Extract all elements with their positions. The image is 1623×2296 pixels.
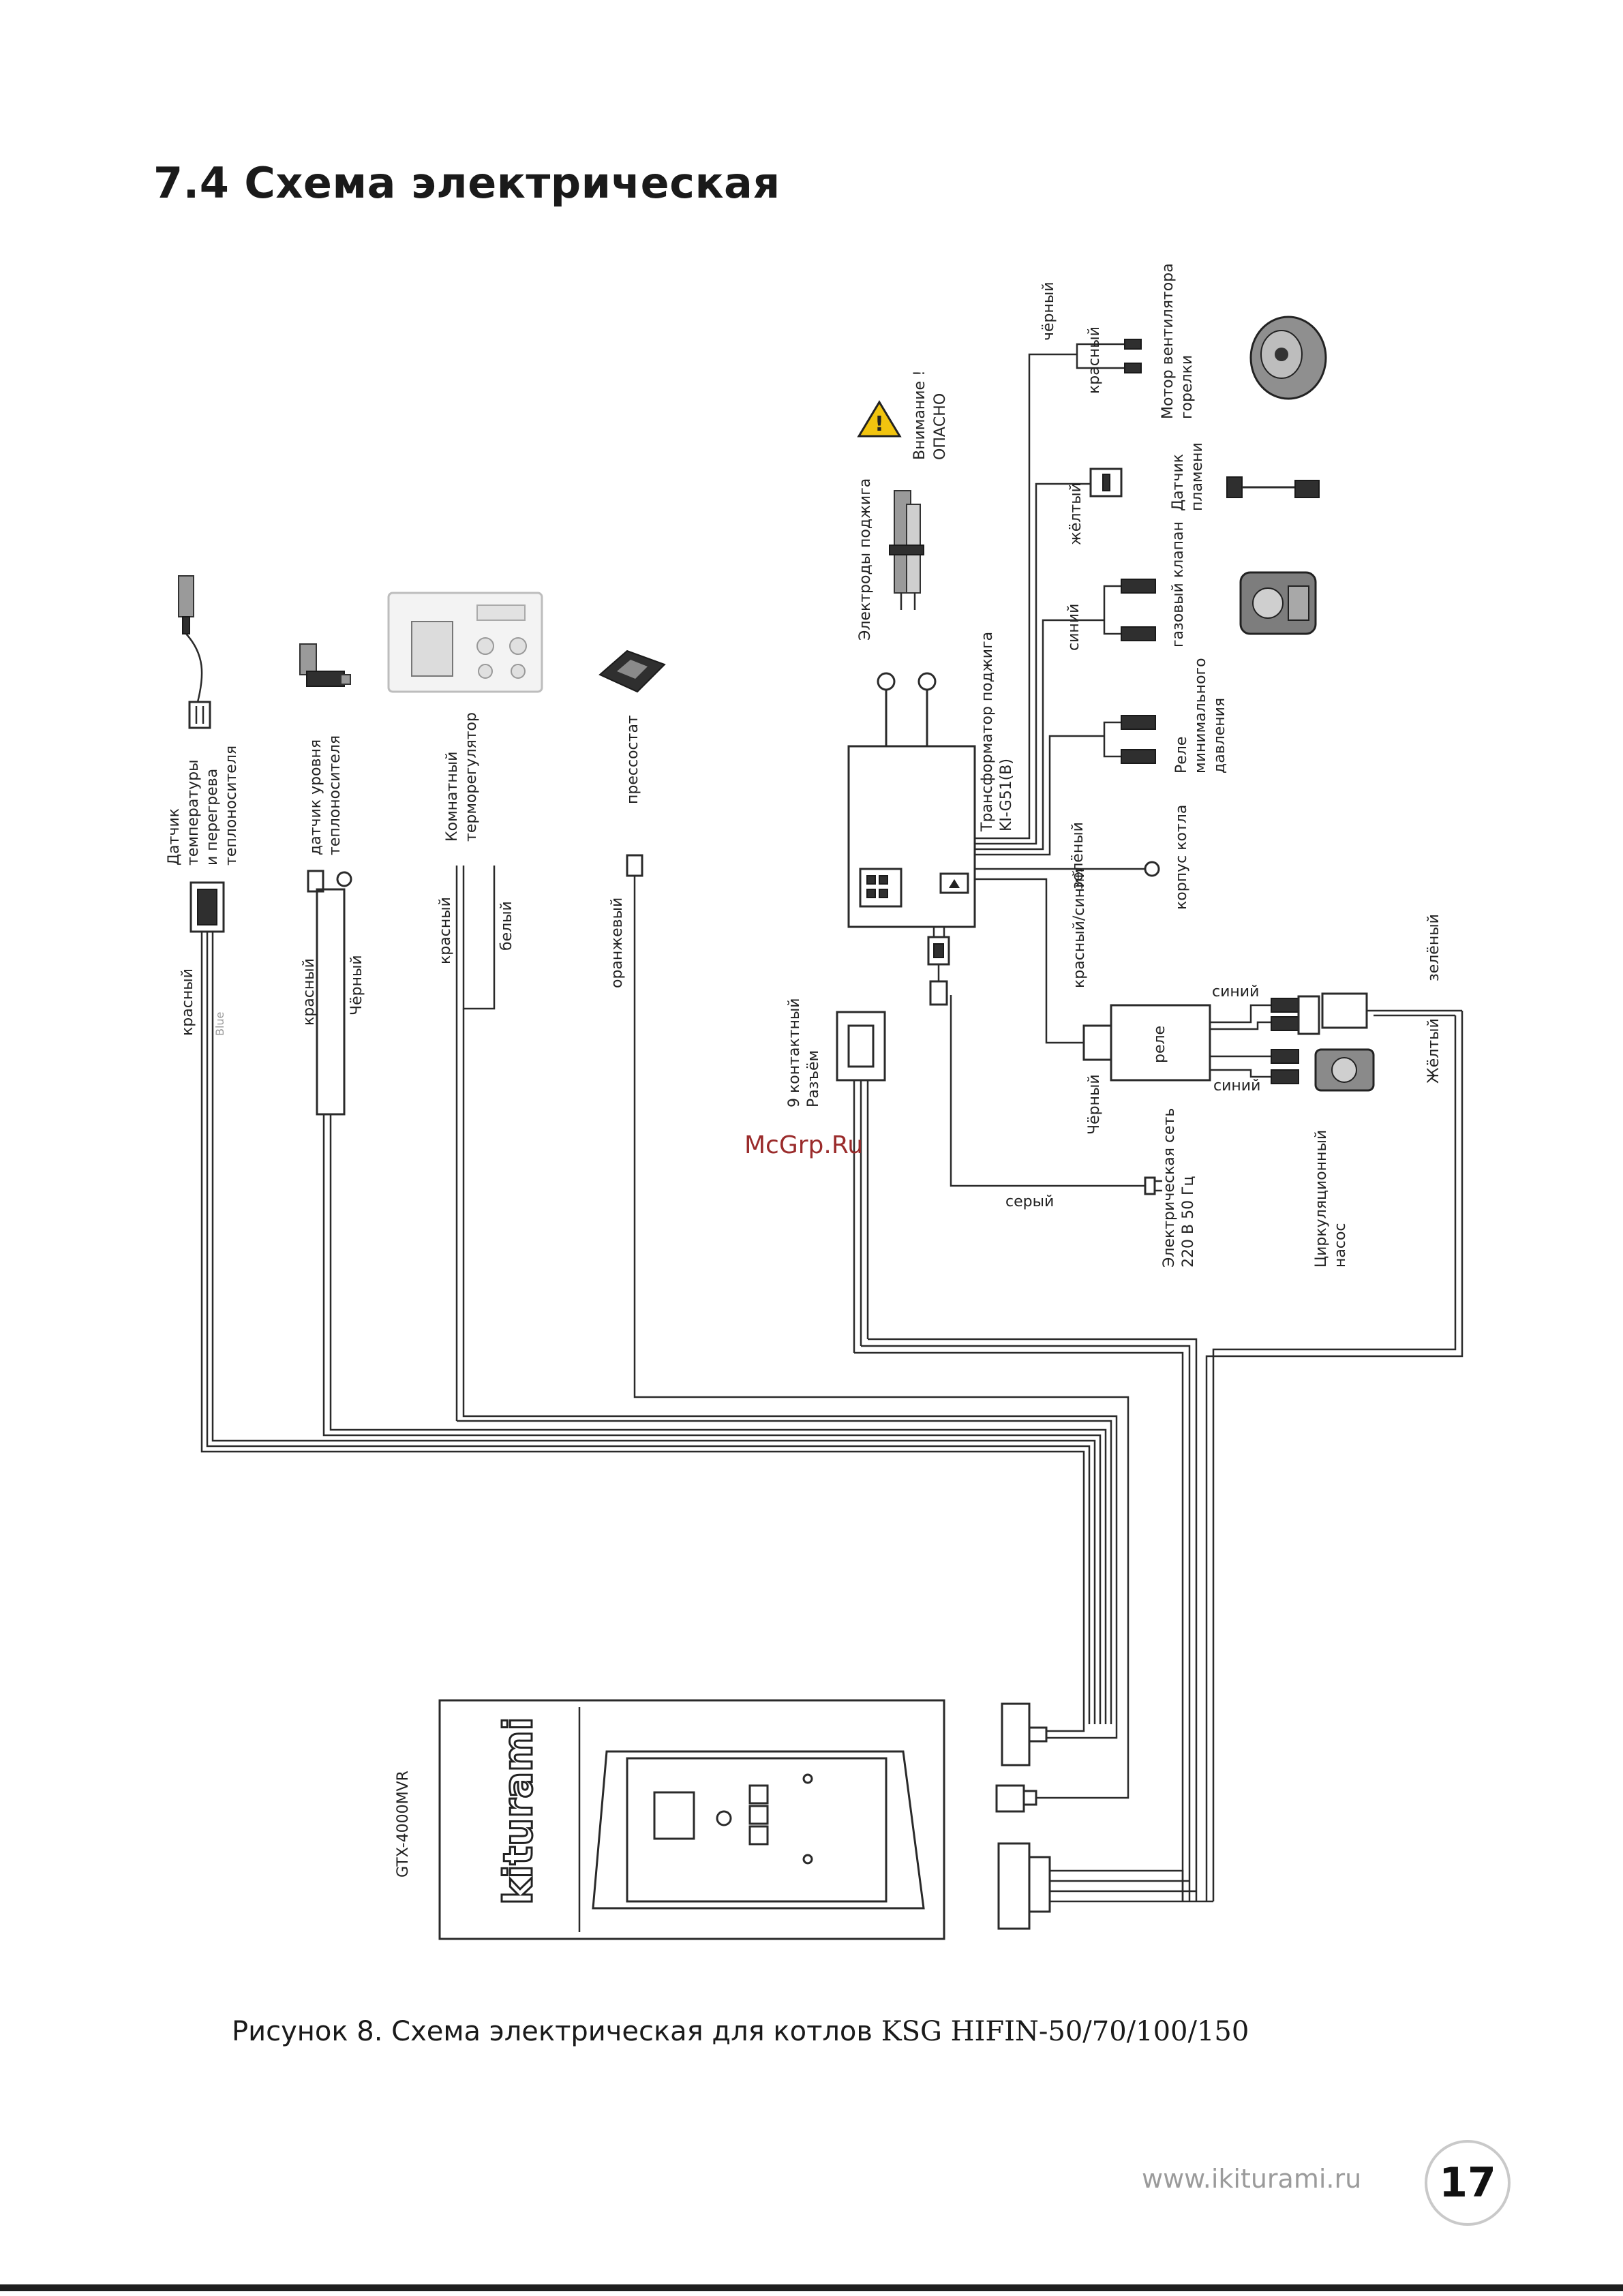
wire-label-red-fan: красный	[1086, 326, 1103, 394]
page-number-text: 17	[1439, 2159, 1496, 2207]
ignition-electrodes-icon	[889, 490, 924, 610]
flame-sensor-connector-icon	[1089, 468, 1123, 498]
wire-label-green-ground: зелёный	[1070, 822, 1087, 889]
wire-label-blue-relay-1: синий	[1212, 983, 1259, 1000]
wire-label-red-3: красный	[437, 897, 454, 964]
wire-label-red: красный	[179, 968, 196, 1036]
ignition-transformer-icon	[847, 672, 976, 928]
transformer-wires	[975, 353, 1104, 1044]
pressostat-icon	[598, 649, 666, 693]
room-thermostat-icon	[387, 592, 543, 693]
min-pressure-relay-label: Реле минимального давления	[1173, 653, 1228, 774]
wire-label-red-2: красный	[301, 958, 318, 1026]
section-title: 7.4 Схема электрическая	[153, 158, 780, 208]
controller-connector-top-icon	[1001, 1702, 1118, 1766]
gas-valve-connector-icon	[1103, 579, 1156, 641]
gas-valve-icon	[1239, 571, 1317, 635]
bottom-divider	[0, 2284, 1623, 2291]
wire-label-orange: оранжевый	[609, 898, 626, 988]
wire-label-black: Чёрный	[348, 955, 365, 1015]
wire-label-yellow-flame: жёлтый	[1067, 483, 1084, 545]
connector-9pin-label: 9 контактный Разъём	[786, 993, 822, 1107]
wire-label-grey: серый	[1005, 1193, 1054, 1210]
ignition-transformer-label: Трансформатор поджига KI-G51(B)	[979, 627, 1015, 832]
relay-icon	[1082, 1004, 1211, 1082]
left-wire-bundle	[200, 866, 1129, 1786]
pressostat-label: прессостат	[624, 715, 641, 804]
mains-label: Электрическая сеть 220 В 50 Гц	[1161, 1103, 1197, 1268]
transformer-plug-icon	[927, 927, 1135, 1187]
level-sensor-label: датчик уровня теплоносителя	[307, 735, 344, 855]
flame-sensor-label: Датчик пламени	[1170, 442, 1206, 511]
temp-sensor-icon	[178, 575, 211, 729]
brand-logo: kiturami	[495, 1717, 541, 1905]
svg-text:!: !	[875, 412, 884, 436]
controller-unit	[438, 1699, 945, 1940]
gas-valve-label: газовый клапан	[1170, 521, 1187, 647]
wire-label-white: белый	[498, 901, 515, 951]
page-number: 17	[1425, 2140, 1511, 2226]
ground-terminal-icon	[1101, 861, 1160, 877]
circulation-pump-icon	[1205, 992, 1463, 1901]
temp-sensor-label: Датчик температуры и перегрева теплоноси…	[166, 746, 240, 866]
controller-model-label: GTX-4000MVR	[395, 1771, 412, 1878]
controller-connector-bottom-icon	[997, 1842, 1213, 1930]
warning-icon: !	[857, 400, 902, 438]
website-link[interactable]: www.ikiturami.ru	[1142, 2164, 1362, 2194]
watermark: McGrp.Ru	[744, 1131, 864, 1159]
mains-plug-icon	[1135, 1176, 1162, 1195]
warning-label: Внимание ! ОПАСНО	[911, 365, 949, 460]
ignition-electrodes-label: Электроды поджига	[857, 478, 874, 641]
flame-sensor-icon	[1226, 476, 1320, 498]
pressostat-connector-icon	[626, 854, 643, 877]
figure-caption: Рисунок 8. Схема электрическая для котло…	[232, 2016, 1249, 2047]
wire-label-green-pump: зелёный	[1425, 914, 1442, 981]
temp-sensor-connector-icon	[189, 881, 225, 933]
wire-label-blue-gas: синий	[1065, 604, 1082, 651]
controller-connector-mid-icon	[995, 1784, 1129, 1813]
wire-label-red-blue: красный/синий	[1071, 868, 1088, 988]
min-pressure-relay-connector-icon	[1103, 715, 1156, 764]
boiler-body-label: корпус котла	[1173, 805, 1190, 910]
fan-motor-icon	[1249, 316, 1327, 400]
level-sensor-connectors-icon	[307, 870, 352, 893]
wire-label-black-fan: чёрный	[1040, 281, 1057, 341]
relay-label: реле	[1151, 1026, 1168, 1063]
circulation-pump-label: Циркуляционный насос	[1313, 1125, 1349, 1268]
level-sensor-icon	[299, 643, 351, 687]
fan-motor-label: Мотор вентилятора горелки	[1159, 258, 1196, 419]
fan-motor-connector-icon	[1076, 339, 1142, 373]
wire-label-blue: Blue	[213, 1012, 226, 1036]
caption-models: KSG HIFIN-50/70/100/150	[881, 2016, 1249, 2047]
caption-text: Рисунок 8. Схема электрическая для котло…	[232, 2016, 873, 2047]
room-thermostat-label: Комнатный терморегулятор	[444, 712, 480, 842]
wire-label-black-relay: Чёрный	[1086, 1074, 1103, 1135]
connector-9pin-icon	[836, 1011, 1198, 1901]
wire-label-blue-relay-2: синий	[1213, 1077, 1260, 1095]
relay-outputs	[1210, 995, 1320, 1084]
wire-label-yellow-pump: Жёлтый	[1425, 1018, 1442, 1084]
